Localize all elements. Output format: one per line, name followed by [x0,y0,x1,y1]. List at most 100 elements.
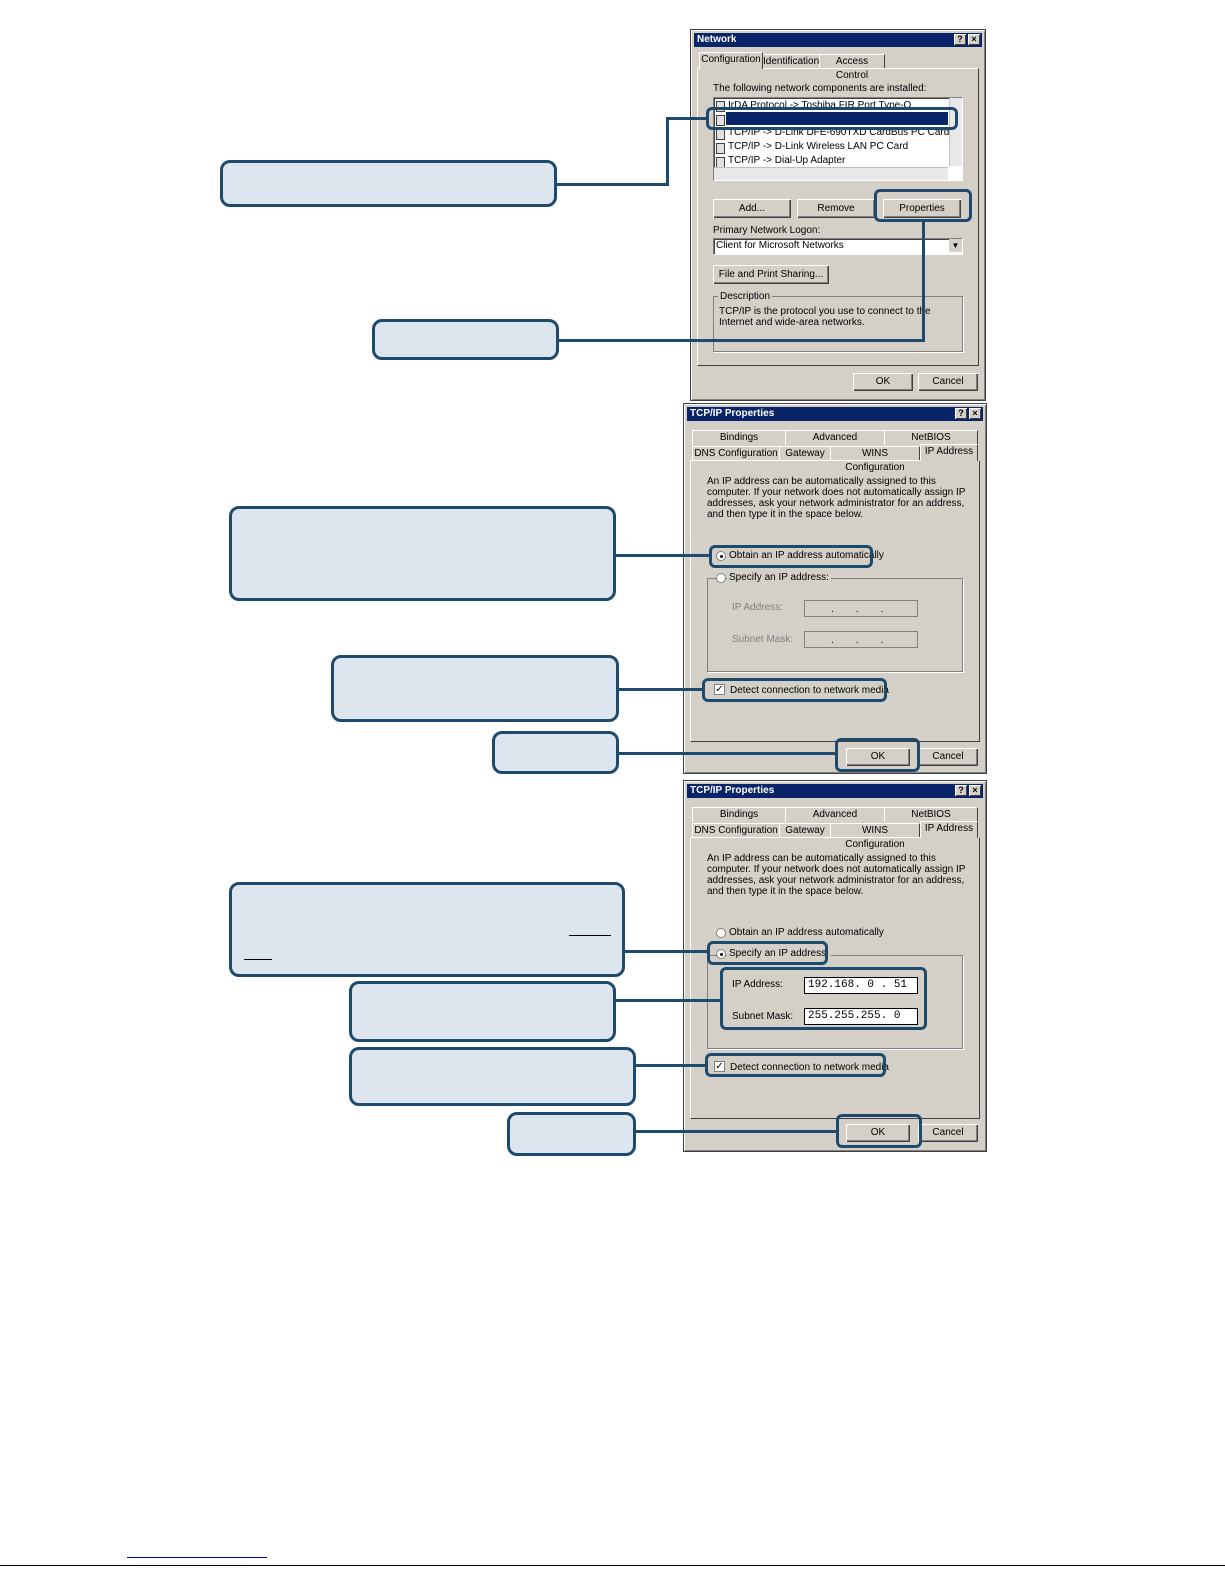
list-item[interactable]: TCP/IP -> D-Link DFE-690TXD CardBus PC C… [728,127,950,138]
ip-address-field[interactable]: 192.168. 0 . 51 [804,977,918,994]
detect-media-label[interactable]: Detect connection to network media [730,1062,889,1073]
cancel-button[interactable]: Cancel [918,1124,978,1142]
vertical-scrollbar[interactable] [949,98,962,166]
dialog-title: Network [697,34,737,45]
cancel-button[interactable]: Cancel [918,373,978,391]
properties-highlight [874,189,972,222]
obtain-ip-label[interactable]: Obtain an IP address automatically [729,550,884,561]
add-button[interactable]: Add... [713,199,791,218]
tab-advanced[interactable]: Advanced [785,430,885,445]
callout-box [492,731,619,774]
detect-media-label[interactable]: Detect connection to network media [730,685,889,696]
help-button[interactable]: ? [954,34,966,45]
tab-identification[interactable]: Identification [762,54,820,69]
network-component-icon [716,143,725,154]
close-button[interactable]: × [968,34,980,45]
callout-box [372,319,559,360]
properties-button[interactable]: Properties [883,199,961,218]
tab-ip-address[interactable]: IP Address [920,821,978,838]
tab-dns-configuration[interactable]: DNS Configuration [692,823,780,838]
list-item-selected[interactable] [726,112,948,125]
footer-rule [0,1565,1225,1566]
obtain-ip-label[interactable]: Obtain an IP address automatically [729,927,884,938]
detect-media-checkbox[interactable]: ✓ [714,684,725,695]
callout-box [220,160,557,207]
detect-media-highlight [705,1053,886,1077]
tab-gateway[interactable]: Gateway [779,446,831,461]
ip-fields-highlight [720,967,927,1030]
tab-dns-configuration[interactable]: DNS Configuration [692,446,780,461]
callout-box [507,1112,636,1156]
list-item[interactable]: TCP/IP -> Dial-Up Adapter [728,155,846,166]
tab-netbios[interactable]: NetBIOS [884,807,978,822]
connector-line [666,117,708,120]
subnet-mask-field[interactable]: 255.255.255. 0 [804,1008,918,1025]
list-item[interactable]: IrDA Protocol -> Toshiba FIR Port Type-O [728,100,912,111]
specify-ip-group [707,955,963,1049]
detect-media-highlight [702,678,887,702]
components-list[interactable]: IrDA Protocol -> Toshiba FIR Port Type-O… [713,97,963,181]
tab-bindings[interactable]: Bindings [692,430,786,445]
ok-button[interactable]: OK [846,1124,910,1142]
connector-line [614,554,710,557]
callout-box [349,1047,636,1106]
help-button[interactable]: ? [955,408,967,419]
underline-mark [244,959,272,960]
horizontal-scrollbar[interactable] [714,167,948,180]
cancel-button[interactable]: Cancel [918,748,978,766]
specify-ip-label[interactable]: Specify an IP address: [727,572,831,583]
specify-ip-radio[interactable] [716,573,726,583]
detect-media-checkbox[interactable]: ✓ [714,1061,725,1072]
list-item[interactable]: TCP/IP -> D-Link Wireless LAN PC Card [728,141,909,152]
ok-highlight [835,738,920,772]
tab-ip-address[interactable]: IP Address [920,444,978,461]
configuration-panel [697,68,979,366]
chevron-down-icon[interactable]: ▼ [949,239,962,252]
obtain-ip-radio[interactable] [716,928,726,938]
ok-highlight [836,1114,922,1148]
logon-select[interactable]: Client for Microsoft Networks ▼ [713,238,963,255]
description-text: TCP/IP is the protocol you use to connec… [719,306,931,328]
file-print-sharing-button[interactable]: File and Print Sharing... [713,265,829,284]
network-component-icon [716,129,725,140]
underline-mark [569,935,611,936]
network-component-icon [716,115,725,126]
footer-link-underline [127,1557,267,1558]
dialog-title: TCP/IP Properties [690,408,775,419]
remove-button[interactable]: Remove [797,199,875,218]
ok-button[interactable]: OK [853,373,913,391]
tcpip-dialog-auto: TCP/IP Properties ? × Bindings Advanced … [683,403,987,774]
tab-configuration[interactable]: Configuration [699,52,763,69]
ip-address-panel [690,837,980,1119]
connector-line [613,999,722,1002]
ip-address-field: ... [804,600,918,617]
close-button[interactable]: × [969,408,981,419]
help-button[interactable]: ? [955,785,967,796]
tab-wins-configuration[interactable]: WINS Configuration [830,446,920,473]
specify-ip-radio[interactable] [716,949,726,959]
tab-gateway[interactable]: Gateway [779,823,831,838]
tab-netbios[interactable]: NetBIOS [884,430,978,445]
tab-access-control[interactable]: Access Control [819,54,885,81]
dialog-title: TCP/IP Properties [690,785,775,796]
close-button[interactable]: × [969,785,981,796]
obtain-ip-radio[interactable] [716,551,726,561]
specify-ip-label[interactable]: Specify an IP address: [727,948,831,959]
connector-line [556,183,669,186]
callout-box [229,882,625,977]
description-group [713,296,963,352]
tab-wins-configuration[interactable]: WINS Configuration [830,823,920,850]
intro-text: An IP address can be automatically assig… [707,853,966,897]
subnet-mask-field: ... [804,631,918,648]
logon-label: Primary Network Logon: [713,225,821,236]
ip-address-label: IP Address: [732,979,783,990]
selected-item-highlight [706,107,958,130]
connector-line [557,339,925,342]
tab-advanced[interactable]: Advanced [785,807,885,822]
components-label: The following network components are ins… [713,83,927,94]
tcpip-dialog-titlebar: TCP/IP Properties ? × [687,407,983,421]
ok-button[interactable]: OK [846,748,910,766]
callout-box [331,655,619,722]
tab-bindings[interactable]: Bindings [692,807,786,822]
specify-ip-highlight [707,941,828,965]
